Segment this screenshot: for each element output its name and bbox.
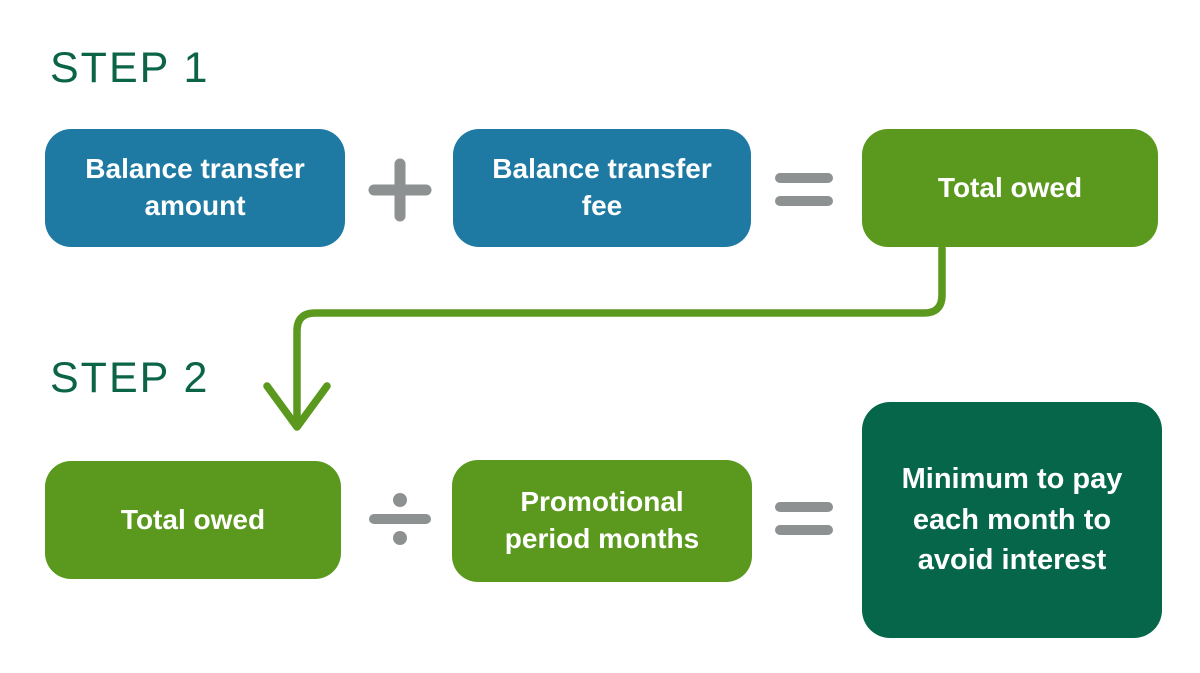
step2-heading: STEP 2 — [50, 354, 210, 402]
step1-heading: STEP 1 — [50, 44, 210, 92]
promotional-period-months-label: Promotional period months — [504, 486, 700, 554]
equals-icon — [775, 502, 833, 535]
equals-icon — [775, 173, 833, 206]
balance-transfer-fee-box: Balance transfer fee — [453, 129, 751, 247]
connector-arrow — [263, 244, 946, 431]
balance-transfer-amount-label: Balance transfer amount — [85, 153, 305, 221]
plus-icon — [368, 158, 432, 222]
promotional-period-months-box: Promotional period months — [452, 460, 752, 582]
minimum-to-pay-label: Minimum to pay each month to avoid inter… — [901, 463, 1123, 577]
total-owed-step2-box: Total owed — [45, 461, 341, 579]
balance-transfer-amount-box: Balance transfer amount — [45, 129, 345, 247]
balance-transfer-fee-label: Balance transfer fee — [492, 153, 712, 221]
divide-icon — [369, 493, 431, 545]
total-owed-step1-label: Total owed — [937, 171, 1083, 203]
total-owed-step1-box: Total owed — [862, 129, 1158, 247]
minimum-to-pay-box: Minimum to pay each month to avoid inter… — [862, 402, 1162, 638]
total-owed-step2-label: Total owed — [120, 503, 266, 535]
